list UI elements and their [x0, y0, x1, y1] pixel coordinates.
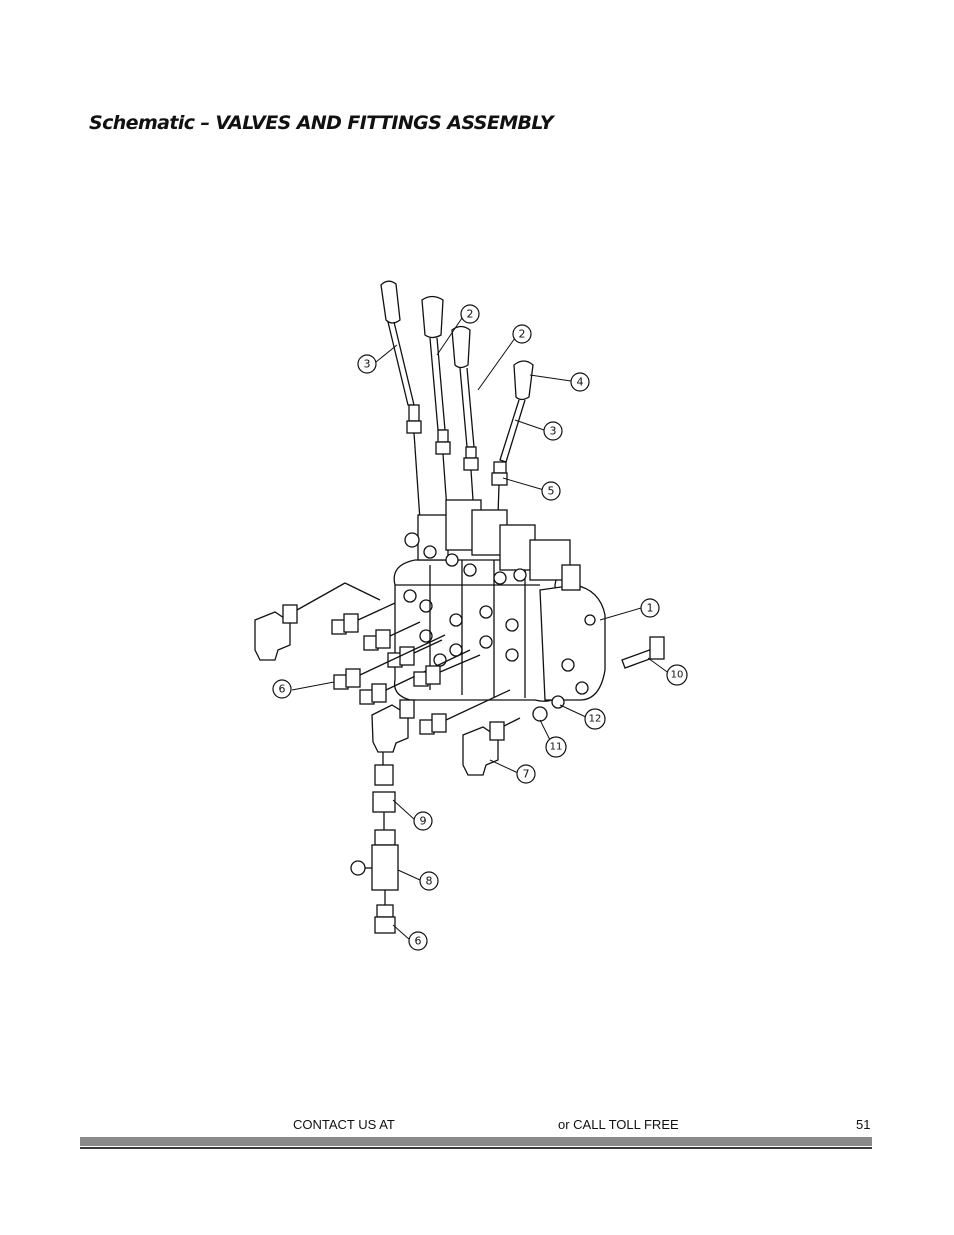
callout-10: 10: [671, 670, 684, 681]
footer-contact-label: CONTACT US AT: [293, 1117, 395, 1132]
nut: [532, 706, 548, 722]
callout-6-left-bubble: [272, 679, 292, 699]
straight-adapters: [331, 602, 511, 735]
handle-lever-1: [380, 280, 422, 521]
callout-6-left: 6: [279, 683, 286, 696]
callout-5-bubble: [541, 481, 561, 501]
elbow-fitting-left: [254, 582, 381, 661]
handle-lever-4: [491, 360, 534, 516]
callout-10-bubble: [666, 664, 688, 686]
callout-11: 11: [550, 742, 563, 753]
callout-3-right-bubble: [543, 421, 563, 441]
callout-12: 12: [589, 714, 602, 725]
handle-lever-3: [451, 325, 479, 501]
callout-6-bottom: 6: [415, 935, 422, 948]
footer-call-label: or CALL TOLL FREE: [558, 1117, 679, 1132]
callout-9-bubble: [413, 811, 433, 831]
callout-7-bubble: [516, 764, 536, 784]
callout-5: 5: [548, 485, 555, 498]
callout-4: 4: [577, 376, 584, 389]
callout-2-left: 2: [467, 308, 474, 321]
page-title: Schematic – VALVES AND FITTINGS ASSEMBLY: [89, 112, 554, 134]
tie-bolt: [621, 636, 665, 669]
footer-page-number: 51: [856, 1117, 871, 1132]
callout-4-bubble: [570, 372, 590, 392]
callout-2-right: 2: [519, 328, 526, 341]
callout-6-bottom-bubble: [408, 931, 428, 951]
callout-1: 1: [647, 602, 654, 615]
callout-11-bubble: [545, 736, 567, 758]
callout-3-left: 3: [364, 358, 371, 371]
elbow-fitting-right: [462, 717, 521, 776]
footer-rule-light: [80, 1137, 872, 1146]
leader-lines: [291, 317, 671, 941]
handle-lever-2: [421, 295, 451, 511]
callout-3-right: 3: [550, 425, 557, 438]
callout-1-bubble: [640, 598, 660, 618]
callout-8: 8: [426, 875, 433, 888]
relief-valve-stack: [350, 752, 399, 934]
footer-rule-dark: [80, 1147, 872, 1149]
callout-2-left-bubble: [460, 304, 480, 324]
callout-12-bubble: [584, 708, 606, 730]
elbow-fitting-center: [371, 699, 415, 753]
callout-9: 9: [420, 815, 427, 828]
callout-8-bubble: [419, 871, 439, 891]
callout-3-left-bubble: [357, 354, 377, 374]
callout-7: 7: [523, 768, 530, 781]
callout-2-right-bubble: [512, 324, 532, 344]
